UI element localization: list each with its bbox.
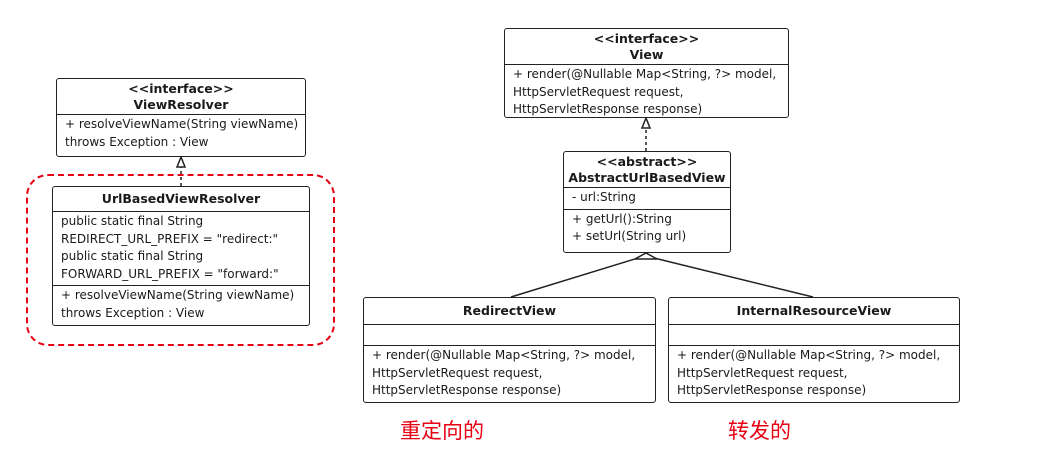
method-line: HttpServletRequest request, <box>513 84 684 99</box>
redirect-view-methods: + render(@Nullable Map<String, ?> model,… <box>364 345 655 402</box>
method-line: + getUrl():String <box>572 211 672 226</box>
method-line: + render(@Nullable Map<String, ?> model, <box>513 67 777 81</box>
view-resolver-methods: + resolveViewName(String viewName) throw… <box>57 114 305 153</box>
hollow-arrowhead-view <box>640 115 652 129</box>
internal-resource-view-attributes <box>669 324 959 345</box>
method-line: throws Exception : View <box>61 305 205 320</box>
attribute-line: public static final String <box>61 214 204 228</box>
internal-resource-view-methods: + render(@Nullable Map<String, ?> model,… <box>669 345 959 402</box>
method-line: HttpServletRequest request, <box>677 365 848 380</box>
method-line: + render(@Nullable Map<String, ?> model, <box>372 348 636 362</box>
redirect-view-attributes <box>364 324 655 345</box>
attribute-line: - url:String <box>572 190 636 204</box>
url-based-view-resolver-methods: + resolveViewName(String viewName) throw… <box>53 285 309 324</box>
view-resolver-stereotype: <<interface>> <box>128 81 234 96</box>
abstract-url-based-view-class: <<abstract>> AbstractUrlBasedView - url:… <box>563 151 731 253</box>
abstract-url-based-view-name: AbstractUrlBasedView <box>568 170 726 185</box>
abstract-url-based-view-attributes: - url:String <box>564 187 730 209</box>
redirect-view-name: RedirectView <box>462 303 557 318</box>
view-stereotype: <<interface>> <box>593 31 700 46</box>
method-line: + setUrl(String url) <box>572 229 687 243</box>
abstract-url-based-view-header: <<abstract>> AbstractUrlBasedView <box>564 152 730 187</box>
hollow-arrowhead-resolver <box>175 154 187 168</box>
method-line: HttpServletResponse response) <box>372 383 562 397</box>
abstract-url-based-view-methods: + getUrl():String + setUrl(String url) <box>564 208 730 248</box>
method-line: HttpServletResponse response) <box>513 102 703 116</box>
view-resolver-name: ViewResolver <box>133 97 229 112</box>
internal-resource-view-name: InternalResourceView <box>736 303 892 318</box>
method-line: throws Exception : View <box>65 134 209 149</box>
generalization-line-internal <box>653 257 814 298</box>
view-interface-class: <<interface>> View + render(@Nullable Ma… <box>504 28 789 118</box>
hollow-arrowhead-abstract <box>634 252 658 260</box>
view-methods: + render(@Nullable Map<String, ?> model,… <box>505 64 788 121</box>
internal-resource-view-class: InternalResourceView + render(@Nullable … <box>668 297 960 403</box>
url-based-view-resolver-attributes: public static final String REDIRECT_URL_… <box>53 211 309 285</box>
attribute-line: REDIRECT_URL_PREFIX = "redirect:" <box>61 231 279 246</box>
url-based-view-resolver-name: UrlBasedViewResolver <box>101 191 261 206</box>
attribute-line: FORWARD_URL_PREFIX = "forward:" <box>61 266 279 281</box>
view-header: <<interface>> View <box>505 29 788 64</box>
url-based-view-resolver-class: UrlBasedViewResolver public static final… <box>52 186 310 326</box>
highlight-dashed-box <box>26 174 335 346</box>
view-name: View <box>629 47 664 62</box>
view-resolver-header: <<interface>> ViewResolver <box>57 79 305 114</box>
forward-caption: 转发的 <box>728 419 791 443</box>
method-line: + resolveViewName(String viewName) <box>65 117 299 131</box>
method-line: HttpServletRequest request, <box>372 365 543 380</box>
redirect-caption: 重定向的 <box>400 419 484 443</box>
method-line: + render(@Nullable Map<String, ?> model, <box>677 348 941 362</box>
redirect-view-class: RedirectView + render(@Nullable Map<Stri… <box>363 297 656 403</box>
view-resolver-class: <<interface>> ViewResolver + resolveView… <box>56 78 306 157</box>
attribute-line: public static final String <box>61 249 204 263</box>
generalization-line-redirect <box>510 257 639 298</box>
abstract-url-based-view-stereotype: <<abstract>> <box>596 154 698 169</box>
method-line: + resolveViewName(String viewName) <box>61 288 295 302</box>
method-line: HttpServletResponse response) <box>677 383 867 397</box>
